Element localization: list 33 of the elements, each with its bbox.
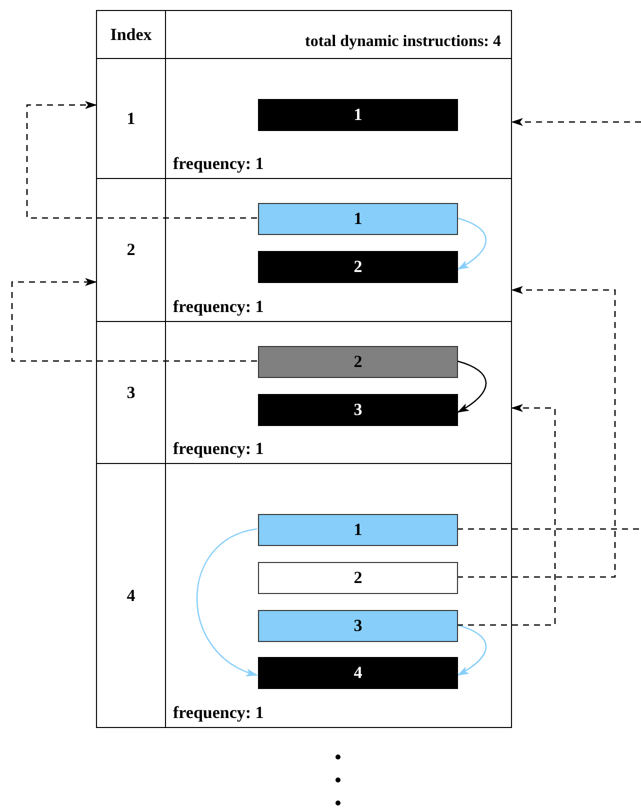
- instruction-bar: 3: [258, 394, 458, 426]
- frequency-label: frequency: 1: [173, 296, 264, 318]
- instruction-bar: 1: [258, 203, 458, 235]
- dashed-arrow: [457, 286, 616, 578]
- instruction-bar: 2: [258, 251, 458, 283]
- index-number: 4: [126, 584, 136, 607]
- frequency-label: frequency: 1: [173, 438, 264, 460]
- dashed-arrow: [511, 118, 641, 126]
- curved-arrow: [456, 624, 487, 676]
- curved-arrow: [196, 528, 258, 676]
- table-row: [96, 58, 512, 179]
- table-row: [96, 321, 512, 464]
- column-header: Index: [110, 24, 152, 46]
- instruction-bar: 1: [258, 99, 458, 131]
- column-header: total dynamic instructions: 4: [305, 32, 501, 52]
- index-number: 3: [126, 382, 136, 404]
- table-row: [96, 463, 512, 728]
- index-number: 2: [126, 239, 136, 262]
- curved-arrow: [456, 217, 487, 270]
- frequency-label: frequency: 1: [173, 152, 264, 175]
- dashed-arrow: [26, 101, 257, 219]
- frequency-label: frequency: 1: [173, 702, 264, 724]
- instruction-bar: 2: [258, 346, 458, 378]
- instruction-bar: 3: [258, 610, 458, 642]
- curved-arrow: [456, 360, 487, 413]
- instruction-bar: 1: [258, 514, 458, 546]
- table-header-row: [96, 10, 512, 59]
- instruction-bar: 2: [258, 562, 458, 594]
- instruction-bar: 4: [258, 657, 458, 689]
- dashed-arrow: [457, 404, 556, 626]
- index-number: 1: [126, 108, 136, 130]
- dashed-arrow: [11, 278, 257, 362]
- table-row: [96, 178, 512, 322]
